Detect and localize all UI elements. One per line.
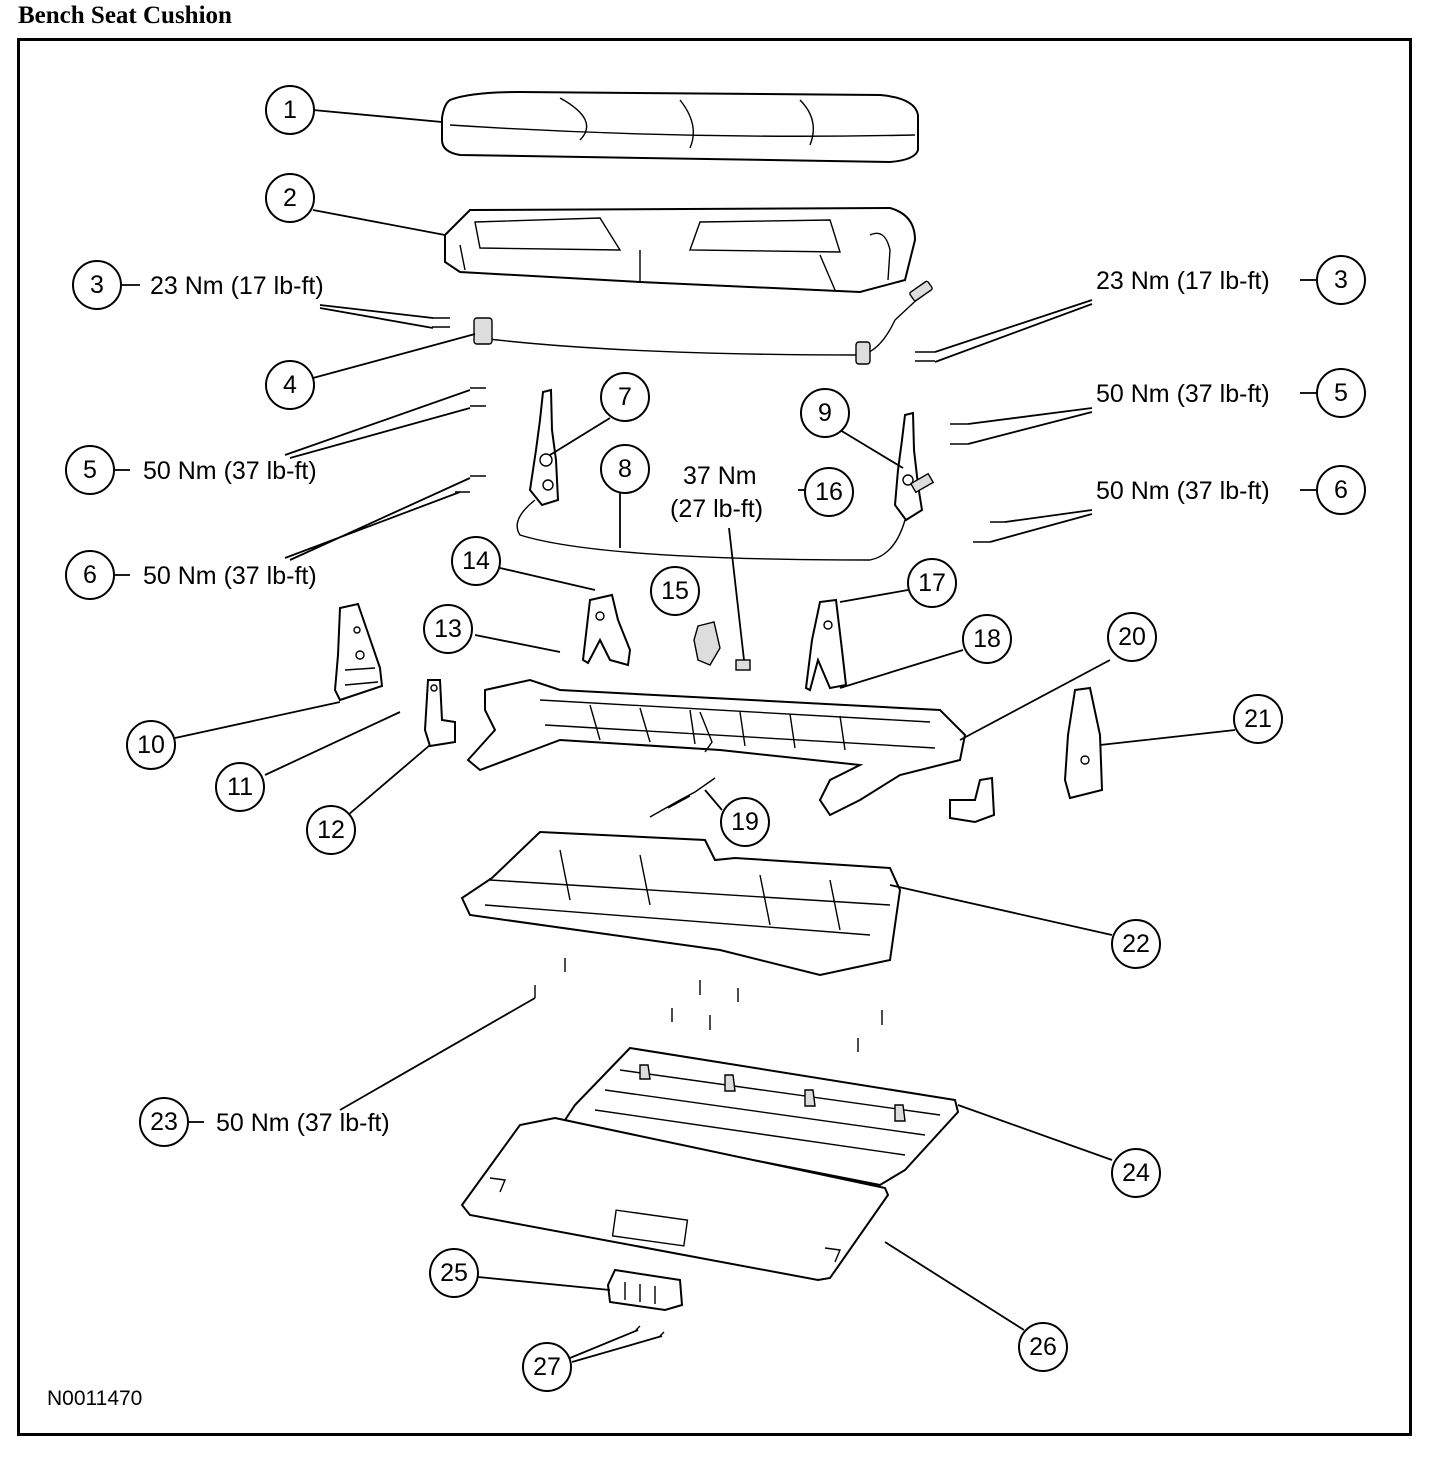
callout-6-left: 6 xyxy=(65,550,115,600)
svg-text:12: 12 xyxy=(317,816,345,844)
spring-link xyxy=(649,777,716,818)
figure-id: N0011470 xyxy=(47,1387,142,1410)
callout-4: 4 xyxy=(265,360,315,410)
svg-text:14: 14 xyxy=(462,547,490,575)
torque-label-3-right: 23 Nm (17 lb-ft) xyxy=(1096,267,1270,295)
diagram-title: Bench Seat Cushion xyxy=(18,2,232,29)
torque-label-23: 50 Nm (37 lb-ft) xyxy=(216,1109,390,1137)
svg-text:8: 8 xyxy=(618,455,632,483)
callout-2: 2 xyxy=(265,173,315,223)
callout-11: 11 xyxy=(215,762,265,812)
svg-text:26: 26 xyxy=(1029,1333,1057,1361)
svg-text:23: 23 xyxy=(150,1108,178,1136)
switch-housing xyxy=(606,1268,684,1312)
release-cable xyxy=(516,499,906,561)
svg-text:5: 5 xyxy=(83,456,97,484)
callout-22: 22 xyxy=(1111,919,1161,969)
svg-text:19: 19 xyxy=(731,808,759,836)
seat-hinge-left xyxy=(528,388,560,507)
svg-text:21: 21 xyxy=(1244,705,1272,733)
svg-text:13: 13 xyxy=(434,615,462,643)
callout-3-right: 3 xyxy=(1316,255,1366,305)
torque-label-6-left: 50 Nm (37 lb-ft) xyxy=(143,562,317,590)
callout-20: 20 xyxy=(1107,612,1157,662)
torque-label-5-left: 50 Nm (37 lb-ft) xyxy=(143,457,317,485)
callout-18: 18 xyxy=(962,614,1012,664)
svg-text:20: 20 xyxy=(1118,623,1146,651)
callout-1: 1 xyxy=(265,85,315,135)
bolt-16 xyxy=(735,659,751,671)
svg-text:18: 18 xyxy=(973,625,1001,653)
callout-3-left: 3 xyxy=(72,260,122,310)
svg-text:3: 3 xyxy=(90,271,104,299)
seat-hinge-right xyxy=(893,411,935,522)
bottom-tray xyxy=(460,1116,890,1282)
svg-text:5: 5 xyxy=(1334,379,1348,407)
seat-cushion-pad xyxy=(444,206,917,294)
seat-frame xyxy=(466,678,967,817)
svg-text:3: 3 xyxy=(1334,266,1348,294)
svg-text:2: 2 xyxy=(283,184,297,212)
svg-text:25: 25 xyxy=(440,1259,468,1287)
pan-bolts xyxy=(534,958,883,1052)
callout-8: 8 xyxy=(600,444,650,494)
callout-9: 9 xyxy=(800,388,850,438)
svg-text:24: 24 xyxy=(1122,1159,1150,1187)
svg-text:27: 27 xyxy=(533,1353,561,1381)
svg-text:10: 10 xyxy=(137,731,165,759)
lower-bracket-left xyxy=(423,679,456,748)
svg-text:6: 6 xyxy=(1334,476,1348,504)
torque-label-3-left: 23 Nm (17 lb-ft) xyxy=(150,272,324,300)
seat-latch xyxy=(693,621,721,666)
svg-text:11: 11 xyxy=(227,773,253,801)
diagram-frame xyxy=(17,38,1412,1436)
seat-wire-harness xyxy=(432,280,935,365)
callout-5-left: 5 xyxy=(65,445,115,495)
callout-25: 25 xyxy=(429,1248,479,1298)
leader-lines xyxy=(114,109,1316,1363)
pivot-bracket-right xyxy=(804,598,848,692)
callout-21: 21 xyxy=(1233,694,1283,744)
svg-text:17: 17 xyxy=(918,569,946,597)
torque-label-6-right: 50 Nm (37 lb-ft) xyxy=(1096,477,1270,505)
seat-pan xyxy=(460,830,902,977)
callout-14: 14 xyxy=(451,536,501,586)
torque-label-16-line1: 37 Nm xyxy=(683,462,757,490)
callout-15: 15 xyxy=(650,566,700,616)
callout-7: 7 xyxy=(600,372,650,422)
callout-12: 12 xyxy=(306,805,356,855)
svg-text:4: 4 xyxy=(283,371,297,399)
lower-bracket-right xyxy=(949,776,996,824)
svg-text:9: 9 xyxy=(818,399,832,427)
svg-text:6: 6 xyxy=(83,561,97,589)
callout-16: 16 xyxy=(804,467,854,517)
svg-text:1: 1 xyxy=(283,96,297,124)
svg-text:22: 22 xyxy=(1122,930,1150,958)
callout-10: 10 xyxy=(126,720,176,770)
side-bracket-left xyxy=(333,602,384,702)
side-bracket-right xyxy=(1063,686,1104,800)
callout-23: 23 xyxy=(139,1097,189,1147)
seat-cushion-cover xyxy=(441,90,919,164)
torque-label-5-right: 50 Nm (37 lb-ft) xyxy=(1096,380,1270,408)
callout-17: 17 xyxy=(907,558,957,608)
callout-24: 24 xyxy=(1111,1148,1161,1198)
callout-5-right: 5 xyxy=(1316,368,1366,418)
callout-13: 13 xyxy=(423,604,473,654)
svg-text:16: 16 xyxy=(815,478,843,506)
callout-6-right: 6 xyxy=(1316,465,1366,515)
callout-26: 26 xyxy=(1018,1322,1068,1372)
bolts-left xyxy=(455,387,1005,543)
pivot-bracket-left xyxy=(581,593,632,667)
svg-text:15: 15 xyxy=(661,577,689,605)
callout-27: 27 xyxy=(522,1342,572,1392)
callout-19: 19 xyxy=(720,797,770,847)
base-panel xyxy=(563,1046,960,1187)
screws-27 xyxy=(635,1325,665,1337)
svg-text:7: 7 xyxy=(618,383,632,411)
torque-label-16-line2: (27 lb-ft) xyxy=(670,495,763,523)
